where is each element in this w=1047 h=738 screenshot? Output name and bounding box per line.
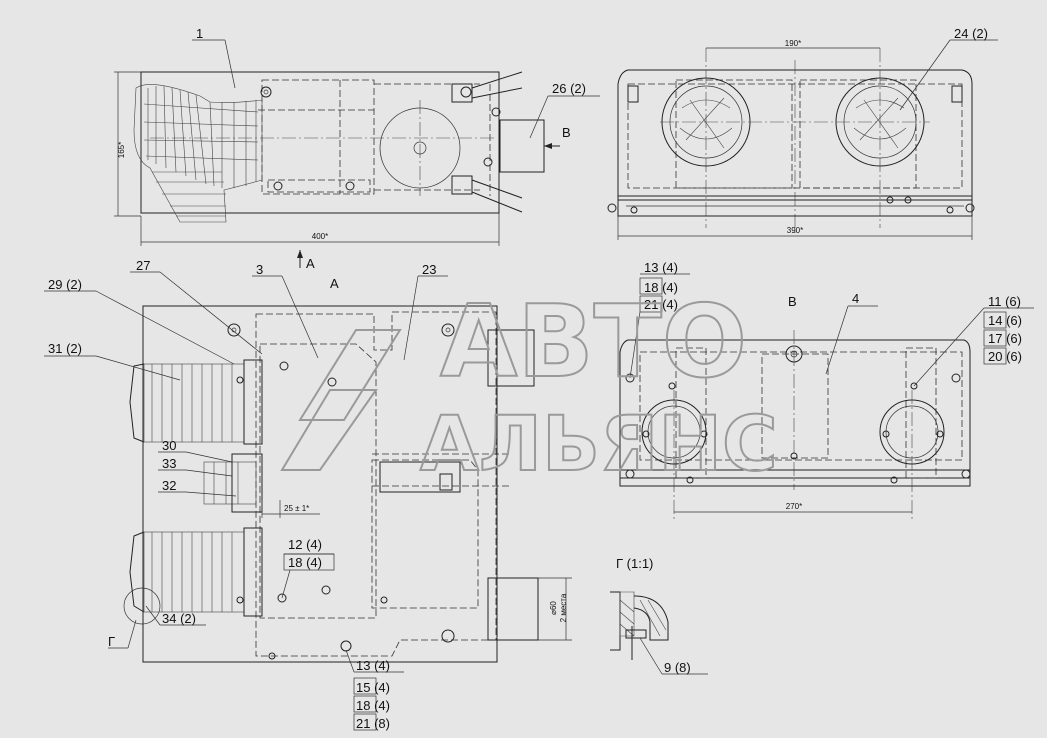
view-arrow-a: A <box>306 256 315 271</box>
label-17: 17 (6) <box>988 331 1022 346</box>
label-33: 33 <box>162 456 176 471</box>
label-27: 27 <box>136 258 150 273</box>
label-18a: 18 (4) <box>288 555 322 570</box>
top-left-view: 165* 400* A B 1 26 (2) <box>114 26 600 271</box>
view-arrow-b: B <box>562 125 571 140</box>
dim-190: 190* <box>785 39 801 48</box>
label-11: 11 (6) <box>988 294 1021 309</box>
watermark-line1: АВТО <box>440 283 747 400</box>
detail-g: Г (1:1) 9 (8) <box>610 556 708 675</box>
label-32: 32 <box>162 478 176 493</box>
detail-g-title: Г (1:1) <box>616 556 653 571</box>
label-13a: 13 (4) <box>644 260 678 275</box>
label-34: 34 (2) <box>162 611 196 626</box>
label-21b: 21 (8) <box>356 716 390 731</box>
dim-400: 400* <box>312 232 328 241</box>
label-23: 23 <box>422 262 436 277</box>
label-26: 26 (2) <box>552 81 586 96</box>
dim-270: 270* <box>786 502 802 511</box>
label-24: 24 (2) <box>954 26 988 41</box>
label-20: 20 (6) <box>988 349 1022 364</box>
label-14: 14 (6) <box>988 313 1022 328</box>
label-18b: 18 (4) <box>356 698 390 713</box>
label-9: 9 (8) <box>664 660 691 675</box>
view-a-title: A <box>330 276 339 291</box>
label-15: 15 (4) <box>356 680 390 695</box>
label-29: 29 (2) <box>48 277 82 292</box>
label-30: 30 <box>162 438 176 453</box>
label-12: 12 (4) <box>288 537 322 552</box>
label-4: 4 <box>852 291 859 306</box>
dim-25: 25 ± 1* <box>284 504 309 513</box>
dim-d60: ⌀60 <box>549 601 558 615</box>
label-31: 31 (2) <box>48 341 82 356</box>
top-right-view: 190* 390* 24 (2) <box>607 26 998 240</box>
dim-165: 165* <box>117 142 126 158</box>
view-b-title: B <box>788 294 797 309</box>
label-21a: 21 (4) <box>644 297 678 312</box>
dim-390: 390* <box>787 226 803 235</box>
dim-2-mesta: 2 места <box>559 593 568 622</box>
watermark: АВТО АЛЬЯНС <box>280 282 779 489</box>
label-1: 1 <box>196 26 203 41</box>
label-g: Г <box>108 634 115 649</box>
label-18c: 18 (4) <box>644 280 678 295</box>
label-3: 3 <box>256 262 263 277</box>
view-b: B 270* 4 13 (4) 18 (4) 21 <box>619 260 1034 520</box>
label-13b: 13 (4) <box>356 658 390 673</box>
watermark-line2: АЛЬЯНС <box>420 399 778 488</box>
view-a: A ⌀60 2 места <box>44 258 572 731</box>
